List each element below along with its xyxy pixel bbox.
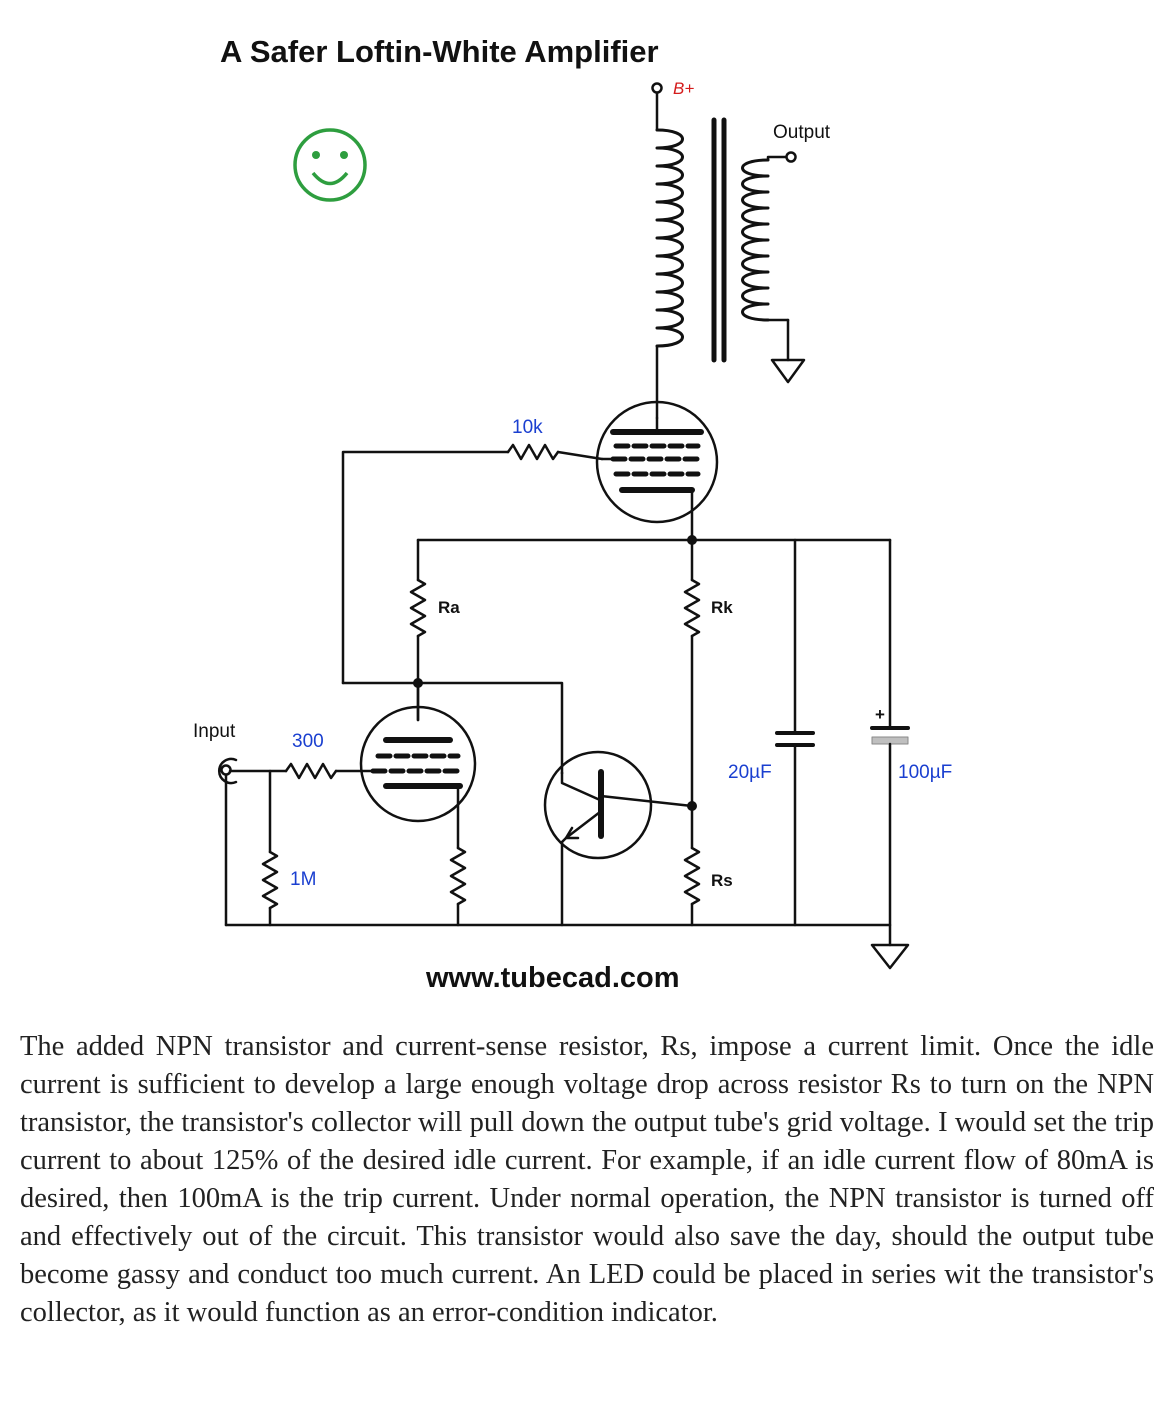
npn-transistor [543, 750, 694, 927]
ground-symbol-output [770, 358, 806, 384]
junction-dot [687, 535, 697, 545]
cathode-resistor-rk [683, 578, 701, 638]
smiley-icon [293, 128, 367, 202]
emitter-arrow [564, 826, 580, 840]
output-label: Output [773, 122, 831, 143]
ground-symbol-main [870, 943, 910, 970]
capacitor-20uf-value: 20µF [728, 762, 772, 783]
supply-label: B+ [673, 79, 694, 98]
input-jack [218, 757, 238, 785]
resistor-1m-value: 1M [290, 869, 316, 890]
secondary-winding [741, 158, 770, 322]
output-terminal [785, 151, 797, 163]
resistor-rs-label: Rs [711, 871, 733, 890]
diagram-title: A Safer Loftin-White Amplifier [220, 34, 659, 69]
capacitor-100uf-value: 100µF [898, 762, 952, 783]
input-tube [359, 705, 477, 850]
input-tube-cathode-resistor [449, 846, 467, 906]
website-label: www.tubecad.com [425, 962, 680, 994]
schematic: A Safer Loftin-White Amplifier B+ Output… [193, 34, 952, 994]
b-plus-terminal [651, 82, 663, 94]
primary-winding [655, 128, 684, 348]
resistor-10k-value: 10k [512, 417, 543, 438]
resistor-ra-label: Ra [438, 598, 460, 617]
output-transformer [651, 82, 806, 420]
input-label: Input [193, 721, 236, 742]
sense-resistor-rs [683, 846, 701, 906]
junction-dot [687, 801, 697, 811]
resistor-rk-label: Rk [711, 598, 733, 617]
capacitor-polarity-mark: + [875, 705, 885, 724]
grid-stopper-10k-resistor [506, 443, 560, 461]
resistor-300-value: 300 [292, 731, 324, 752]
capacitor-100uf [870, 538, 910, 927]
grid-stopper-300-resistor [284, 762, 338, 780]
output-tube [595, 400, 719, 542]
anode-load-resistor-ra [409, 578, 427, 638]
grid-leak-resistor-1m [261, 850, 279, 910]
caption-text: The added NPN transistor and current-sen… [20, 1031, 1154, 1328]
capacitor-20uf [775, 538, 815, 927]
junction-dot [413, 678, 423, 688]
